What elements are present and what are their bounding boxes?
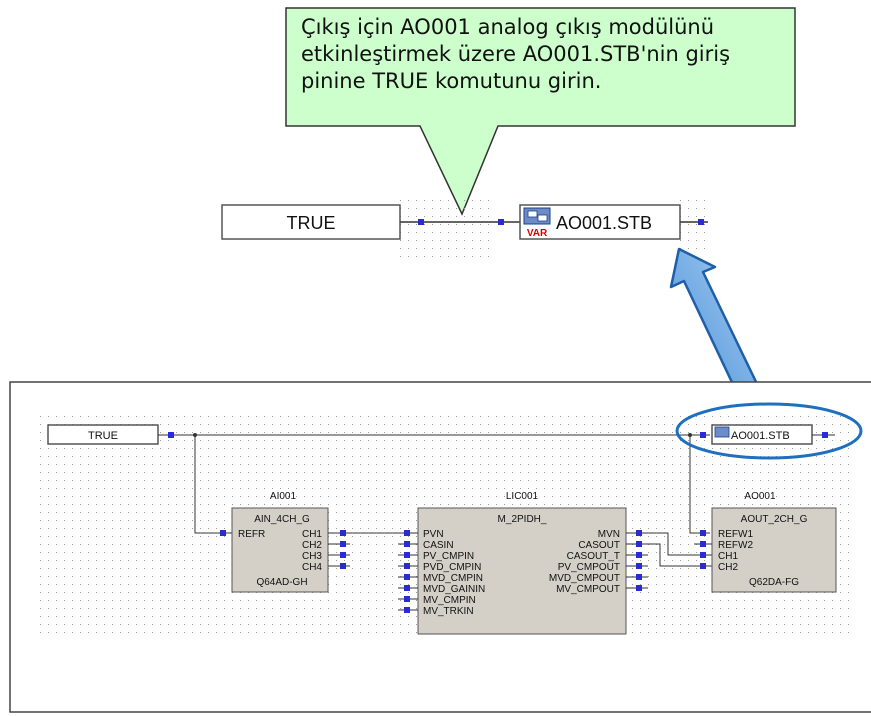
- ao-block[interactable]: AOUT_2CH_G REFW1 REFW2 CH1 CH2 Q62DA-FG: [711, 507, 837, 593]
- callout-bubble: [285, 7, 796, 216]
- top-pin-in[interactable]: [498, 219, 504, 225]
- callout-line-1: Çıkış için AO001 analog çıkış modülünü: [301, 15, 715, 39]
- ao-pins: [694, 530, 712, 569]
- highlight-ellipse: [675, 402, 863, 460]
- svg-text:CASIN: CASIN: [423, 540, 454, 551]
- ai-tag: AI001: [270, 491, 297, 502]
- svg-text:CH2: CH2: [718, 562, 738, 573]
- ao-tag: AO001: [744, 491, 776, 502]
- main-true-constant[interactable]: TRUE: [47, 424, 159, 445]
- svg-text:PV_CMPOUT: PV_CMPOUT: [558, 562, 620, 573]
- svg-text:MV_TRKIN: MV_TRKIN: [423, 606, 474, 617]
- lic-tag: LIC001: [506, 491, 539, 502]
- svg-text:AIN_4CH_G: AIN_4CH_G: [254, 514, 310, 525]
- ai-pins: [220, 530, 350, 569]
- svg-text:Q62DA-FG: Q62DA-FG: [749, 577, 799, 588]
- top-var-block[interactable]: VAR AO001.STB: [519, 204, 681, 240]
- top-pin-out[interactable]: [418, 219, 424, 225]
- svg-text:CASOUT_T: CASOUT_T: [567, 551, 620, 562]
- svg-text:PVD_CMPIN: PVD_CMPIN: [423, 562, 481, 573]
- ai-block[interactable]: AIN_4CH_G REFR CH1 CH2 CH3 CH4 Q64AD-GH: [231, 507, 329, 593]
- svg-text:M_2PIDH_: M_2PIDH_: [498, 514, 547, 525]
- svg-text:TRUE: TRUE: [88, 430, 118, 442]
- svg-text:PV_CMPIN: PV_CMPIN: [423, 551, 474, 562]
- svg-text:PVN: PVN: [423, 529, 444, 540]
- svg-text:CH3: CH3: [302, 551, 322, 562]
- lic-pins: [398, 530, 648, 613]
- top-grid-area: [398, 194, 490, 258]
- top-var-label: AO001.STB: [556, 213, 652, 233]
- lic-block[interactable]: M_2PIDH_ PVN CASIN PV_CMPIN PVD_CMPIN MV…: [417, 507, 627, 635]
- callout-line-2: etkinleştirmek üzere AO001.STB'nin giriş: [301, 42, 731, 66]
- top-true-constant[interactable]: TRUE: [221, 204, 401, 240]
- svg-text:MVD_GAININ: MVD_GAININ: [423, 584, 485, 595]
- svg-text:REFW2: REFW2: [718, 540, 753, 551]
- main-true-pin[interactable]: [168, 432, 174, 438]
- svg-text:MVD_CMPOUT: MVD_CMPOUT: [549, 573, 620, 584]
- svg-text:CASOUT: CASOUT: [578, 540, 620, 551]
- var-icon: VAR: [523, 207, 551, 239]
- callout-text: Çıkış için AO001 analog çıkış modülünü e…: [301, 14, 791, 95]
- top-grid-area-right: [680, 196, 710, 256]
- svg-text:AOUT_2CH_G: AOUT_2CH_G: [741, 514, 808, 525]
- callout-line-3: pinine TRUE komutunu girin.: [301, 69, 602, 93]
- svg-text:CH4: CH4: [302, 562, 322, 573]
- top-true-label: TRUE: [287, 213, 336, 233]
- svg-text:Q64AD-GH: Q64AD-GH: [256, 577, 307, 588]
- svg-text:MV_CMPIN: MV_CMPIN: [423, 595, 476, 606]
- svg-text:MVD_CMPIN: MVD_CMPIN: [423, 573, 483, 584]
- svg-text:MVN: MVN: [598, 529, 620, 540]
- svg-text:CH1: CH1: [302, 529, 322, 540]
- svg-text:REFR: REFR: [238, 529, 265, 540]
- svg-text:VAR: VAR: [527, 228, 548, 239]
- main-var-block[interactable]: AO001.STB: [711, 424, 813, 445]
- wires-lic-ao: [648, 532, 712, 567]
- svg-text:CH1: CH1: [718, 551, 738, 562]
- top-var-pin-out[interactable]: [698, 219, 704, 225]
- pointer-arrow: [669, 247, 760, 397]
- svg-text:REFW1: REFW1: [718, 529, 753, 540]
- svg-text:MV_CMPOUT: MV_CMPOUT: [556, 584, 620, 595]
- svg-text:CH2: CH2: [302, 540, 322, 551]
- svg-text:AO001.STB: AO001.STB: [731, 430, 790, 442]
